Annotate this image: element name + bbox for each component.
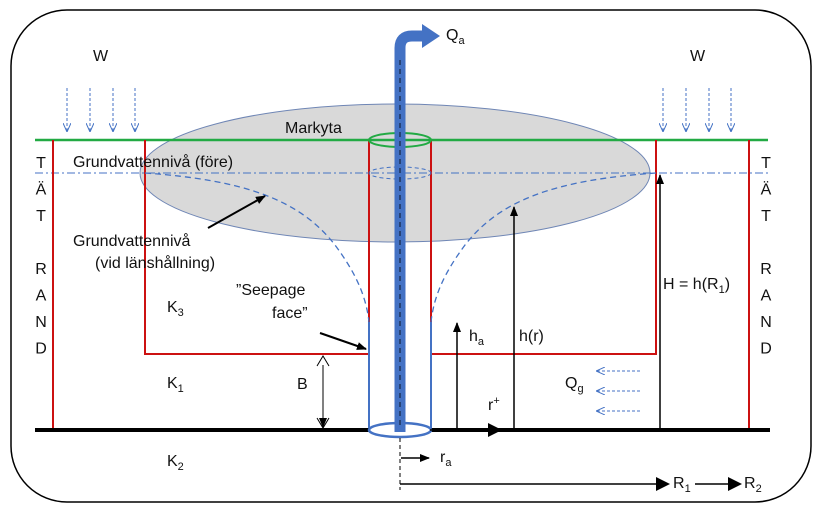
right-boundary-letter: A — [761, 288, 772, 305]
seepage-label-line1: ”Seepage — [236, 282, 305, 299]
recharge-arrows-right — [663, 88, 731, 131]
k2-label: K2 — [167, 453, 184, 473]
h-big-label: H = h(R1) — [663, 276, 730, 296]
left-boundary-letter: N — [35, 314, 47, 331]
outer-frame — [10, 9, 812, 503]
qg-label: Qg — [565, 375, 584, 395]
ra-label: ra — [440, 449, 452, 469]
right-boundary-letter: D — [760, 341, 772, 358]
gw-before-label: Grundvattennivå (före) — [73, 153, 233, 171]
pump-pipe — [394, 30, 424, 432]
right-boundary-letter: T — [761, 155, 771, 172]
left-inner-boundary — [144, 140, 369, 355]
markyta-label: Markyta — [285, 120, 342, 137]
left-boundary-letter: T — [36, 155, 46, 172]
k1-label: K1 — [167, 375, 184, 395]
hr-label: h(r) — [519, 328, 544, 345]
left-boundary-letter: D — [35, 341, 47, 358]
b-dimension-arrowhead-bottom — [316, 417, 330, 429]
ha-label: ha — [469, 328, 485, 348]
drawdown-curve-left — [144, 172, 370, 323]
right-boundary-letter: N — [760, 314, 772, 331]
drawdown-curve-right — [430, 172, 657, 323]
r2-label: R2 — [744, 475, 762, 495]
w-left-label: W — [93, 48, 109, 65]
b-label: B — [297, 376, 308, 393]
r1-label: R1 — [673, 475, 691, 495]
right-boundary-letter: Ä — [761, 181, 772, 199]
inflow-arrows-qg — [597, 371, 640, 411]
seepage-label-line2: face” — [272, 305, 308, 322]
seepage-pointer-arrow — [319, 332, 367, 350]
k3-label: K3 — [167, 299, 184, 319]
left-boundary-letter: A — [36, 288, 47, 305]
right-inner-boundary — [431, 140, 657, 355]
qa-label: Qa — [446, 27, 465, 47]
w-right-label: W — [690, 48, 706, 65]
right-boundary-letter: R — [760, 261, 772, 278]
left-boundary-letter: R — [35, 261, 47, 278]
right-boundary-letter: T — [761, 208, 771, 225]
well-water-ellipse — [368, 166, 432, 180]
gw-during-pointer-arrow — [207, 195, 266, 229]
recharge-arrows-left — [67, 88, 135, 131]
left-boundary-letter: Ä — [36, 181, 47, 199]
gw-during-label-line2: (vid länshållning) — [95, 254, 215, 272]
pump-pipe-arrowhead — [422, 24, 440, 48]
r-plus-label: r+ — [488, 395, 500, 414]
gw-during-label-line1: Grundvattennivå — [73, 232, 191, 250]
left-boundary-letter: T — [36, 208, 46, 225]
b-dimension-arrowhead-top — [316, 355, 330, 367]
